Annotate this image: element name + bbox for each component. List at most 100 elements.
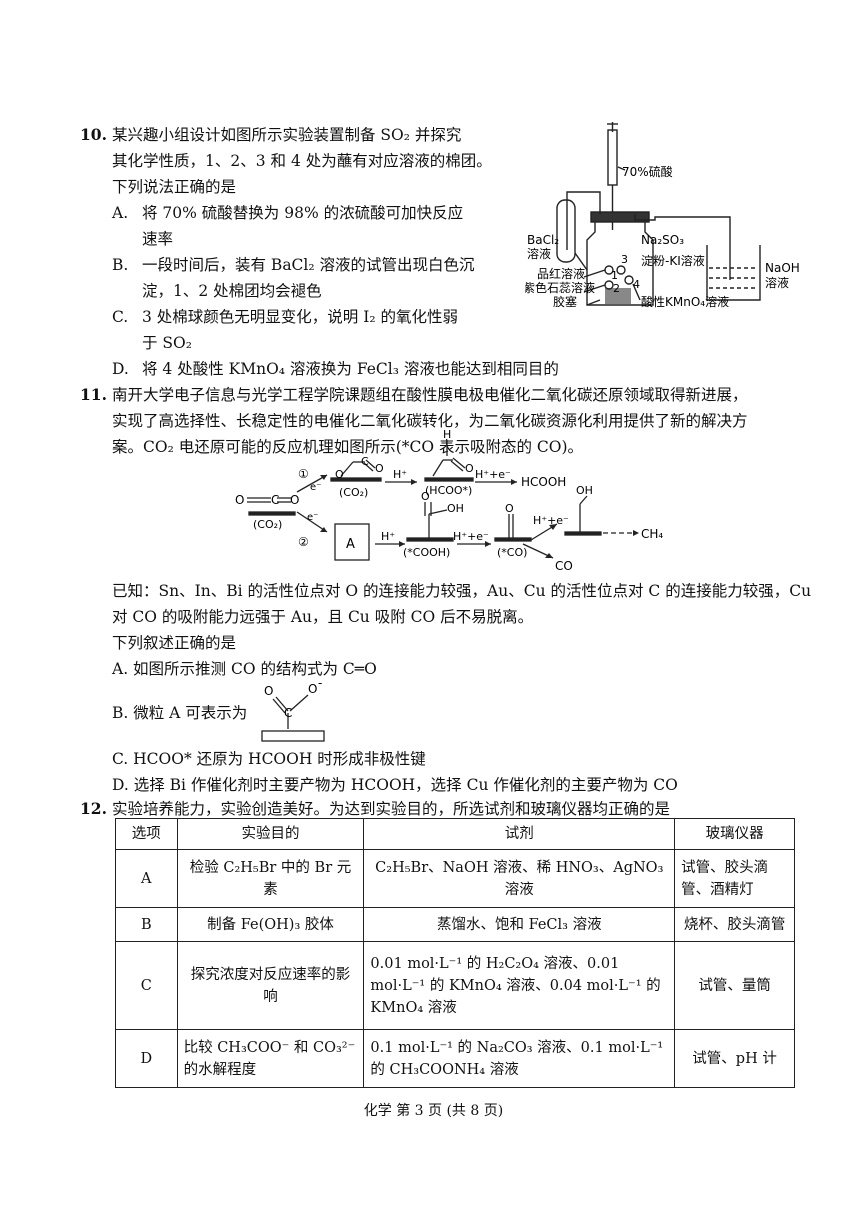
pinred-label: 品红溶液 [537, 266, 585, 281]
cooh-label: (*COOH) [403, 546, 450, 559]
row-c-reagent: 0.01 mol·L⁻¹ 的 H₂C₂O₄ 溶液、0.01 mol·L⁻¹ 的 … [363, 941, 676, 1030]
hcoo-label: (HCOO*) [425, 484, 472, 497]
co2-reduction-mechanism: ① e⁻ ② e⁻ O C O (CO₂) (CO₂) O C O H⁺ H O… [235, 428, 663, 573]
na2so3-label: Na₂SO₃ [641, 233, 684, 247]
q11-ask: 下列叙述正确的是 [112, 634, 237, 652]
species-a-box: A [346, 537, 355, 552]
electron-1: e⁻ [310, 482, 321, 493]
co-ads-o: O [505, 502, 514, 515]
he-2: H⁺+e⁻ [453, 530, 489, 543]
cotton-3-label: 3 [621, 253, 628, 266]
q10-option-b-label: B. [112, 256, 129, 274]
table-row: C 探究浓度对反应速率的影响 0.01 mol·L⁻¹ 的 H₂C₂O₄ 溶液、… [115, 941, 795, 1030]
row-a-option: A [115, 849, 178, 908]
cotton-1-label: 1 [611, 269, 618, 282]
q10-option-a-text2: 速率 [142, 230, 174, 248]
cooh-oh: OH [447, 502, 464, 515]
header-reagent: 试剂 [363, 818, 676, 850]
q10-option-c-label: C. [112, 308, 129, 326]
q10-stem-1: 某兴趣小组设计如图所示实验装置制备 SO₂ 并探究 [112, 126, 462, 144]
naoh-label-2: 溶液 [765, 275, 789, 290]
hcoo-o: O [465, 462, 474, 475]
co-ads-label: (*CO) [497, 546, 527, 559]
q10-option-d-label: D. [112, 360, 129, 378]
q10-option-c-text: 3 处棉球颜色无明显变化，说明 I₂ 的氧化性弱 [142, 308, 458, 326]
q10-option-a-label: A. [112, 204, 129, 222]
co2-c: C [271, 493, 279, 507]
bacl2-label-2: 溶液 [527, 246, 551, 261]
row-b-option: B [115, 907, 178, 942]
q10-option-b-text: 一段时间后，装有 BaCl₂ 溶液的试管出现白色沉 [142, 256, 475, 274]
co2-o-right: O [290, 493, 299, 507]
row-c-purpose: 探究浓度对反应速率的影响 [176, 941, 365, 1030]
row-b-reagent: 蒸馏水、饱和 FeCl₃ 溶液 [363, 907, 676, 942]
path-1-marker: ① [298, 467, 309, 481]
row-d-glassware: 试管、pH 计 [674, 1029, 795, 1088]
co2-ads-o2: O [375, 462, 384, 475]
q11-known-2: 对 CO 的吸附能力远强于 Au，且 Cu 吸附 CO 后不易脱离。 [112, 608, 534, 626]
q10-option-a-text: 将 70% 硫酸替换为 98% 的浓硫酸可加快反应 [142, 204, 464, 222]
acid-label: 70%硫酸 [622, 164, 673, 179]
electron-2: e⁻ [307, 512, 318, 523]
table-row: A 检验 C₂H₅Br 中的 Br 元素 C₂H₅Br、NaOH 溶液、稀 HN… [115, 849, 795, 908]
q11-option-d: D. 选择 Bi 作催化剂时主要产物为 HCOOH，选择 Cu 作催化剂的主要产… [112, 776, 678, 794]
q11-known-1: 已知：Sn、In、Bi 的活性位点对 O 的连接能力较强，Au、Cu 的活性位点… [112, 582, 812, 600]
header-option: 选项 [115, 818, 178, 850]
hcoo-h: H [443, 428, 451, 441]
naoh-label: NaOH [765, 261, 800, 275]
optb-minus: - [318, 676, 322, 690]
he-3: H⁺+e⁻ [533, 514, 569, 527]
starch-ki-label: 淀粉-KI溶液 [641, 253, 705, 268]
q10-option-c-text2: 于 SO₂ [142, 334, 192, 352]
so2-apparatus-figure: 70%硫酸 BaCl₂ 溶液 Na₂SO₃ 3 1 2 4 淀粉-KI溶液 品红… [525, 122, 800, 309]
bacl2-label: BaCl₂ [527, 233, 559, 247]
hplus-2: H⁺ [381, 530, 395, 543]
row-d-option: D [115, 1029, 178, 1088]
co2-adsorbed-label: (CO₂) [339, 486, 368, 499]
co2-o-left: O [235, 493, 244, 507]
q10-option-d-text: 将 4 处酸性 KMnO₄ 溶液换为 FeCl₃ 溶液也能达到相同目的 [142, 360, 559, 378]
q10-stem-2: 其化学性质，1、2、3 和 4 处为蘸有对应溶液的棉团。 [112, 152, 492, 170]
row-b-purpose: 制备 Fe(OH)₃ 胶体 [176, 907, 365, 942]
q11-option-b: B. 微粒 A 可表示为 [112, 704, 248, 722]
q11-option-c: C. HCOO* 还原为 HCOOH 时形成非极性键 [112, 750, 426, 768]
option-b-structure: O C O - [261, 676, 325, 742]
row-c-glassware: 试管、量筒 [674, 941, 795, 1030]
optb-o-left: O [264, 684, 273, 698]
co2-ads-c: C [361, 455, 369, 468]
q11-stem-2: 实现了高选择性、长稳定性的电催化二氧化碳转化，为二氧化碳资源化利用提供了新的解决… [112, 412, 748, 430]
kmno4-label: 酸性KMnO₄溶液 [641, 294, 729, 309]
q12-number: 12. [80, 799, 107, 818]
co2-ads-o: O [335, 468, 344, 481]
coh-oh: OH [576, 484, 593, 497]
q11-stem-1: 南开大学电子信息与光学工程学院课题组在酸性膜电极电催化二氧化碳还原领域取得新进展… [112, 386, 748, 404]
cotton-2-label: 2 [613, 282, 620, 295]
q10-option-b-text2: 淀，1、2 处棉团均会褪色 [142, 282, 322, 300]
q12-table: 选项 实验目的 试剂 玻璃仪器 A 检验 C₂H₅Br 中的 Br 元素 C₂H… [115, 818, 795, 1088]
q12-stem: 实验培养能力，实验创造美好。为达到实验目的，所选试剂和玻璃仪器均正确的是 [112, 800, 671, 818]
optb-c: C [284, 706, 292, 720]
q10-stem-3: 下列说法正确的是 [112, 178, 237, 196]
row-a-reagent: C₂H₅Br、NaOH 溶液、稀 HNO₃、AgNO₃ 溶液 [363, 849, 676, 908]
row-d-purpose: 比较 CH₃COO⁻ 和 CO₃²⁻ 的水解程度 [176, 1029, 365, 1088]
hcooh-product: HCOOH [521, 475, 566, 489]
q10-number: 10. [80, 125, 107, 144]
optb-o-right: O [308, 682, 317, 696]
co2-label: (CO₂) [253, 518, 282, 531]
q11-option-a: A. 如图所示推测 CO 的结构式为 C═O [112, 660, 377, 678]
stopper-label: 胶塞 [553, 294, 577, 309]
co-product: CO [555, 559, 573, 573]
page-footer: 化学 第 3 页 (共 8 页) [363, 1103, 504, 1119]
header-purpose: 实验目的 [176, 818, 365, 850]
cotton-4-label: 4 [633, 278, 640, 291]
q11-stem-3: 案。CO₂ 电还原可能的反应机理如图所示(*CO 表示吸附态的 CO)。 [112, 438, 584, 456]
q11-number: 11. [80, 385, 107, 404]
table-row: B 制备 Fe(OH)₃ 胶体 蒸馏水、饱和 FeCl₃ 溶液 烧杯、胶头滴管 [115, 907, 795, 942]
row-d-reagent: 0.1 mol·L⁻¹ 的 Na₂CO₃ 溶液、0.1 mol·L⁻¹ 的 CH… [363, 1029, 676, 1088]
hplus-1: H⁺ [393, 468, 407, 481]
ch4-product: CH₄ [641, 527, 663, 541]
table-row: D 比较 CH₃COO⁻ 和 CO₃²⁻ 的水解程度 0.1 mol·L⁻¹ 的… [115, 1029, 795, 1088]
he-1: H⁺+e⁻ [475, 468, 511, 481]
row-a-glassware: 试管、胶头滴管、酒精灯 [674, 849, 795, 908]
path-2-marker: ② [298, 535, 309, 549]
